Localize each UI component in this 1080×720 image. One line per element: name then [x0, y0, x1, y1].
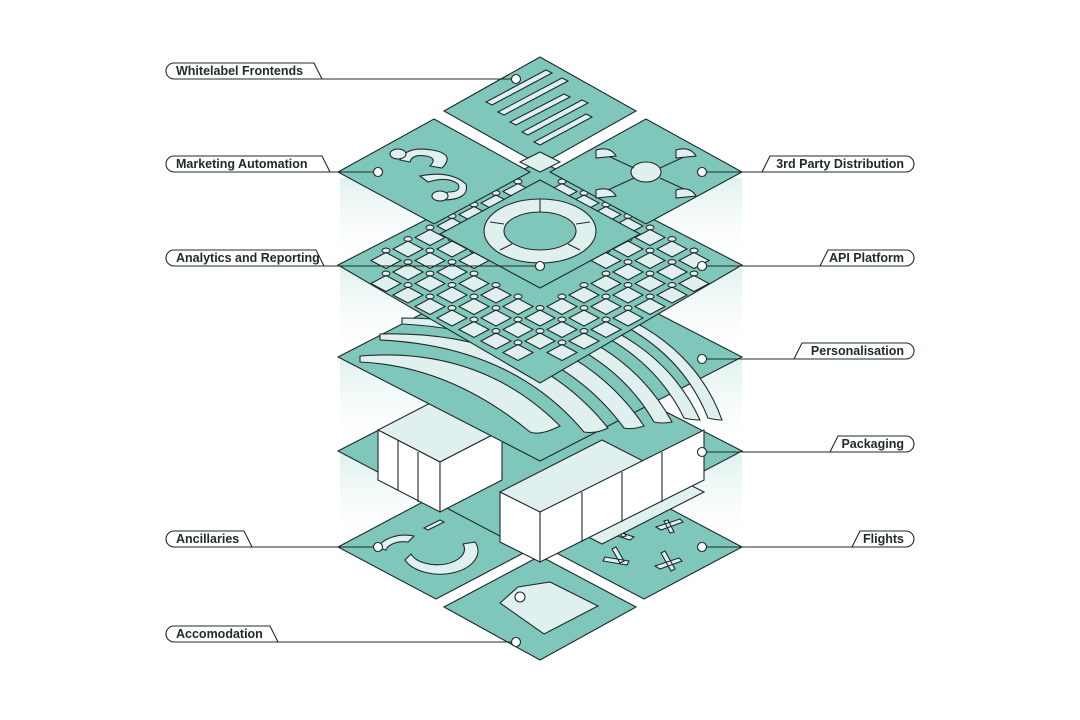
network-hub-icon	[595, 148, 697, 199]
labels: Whitelabel Frontends Marketing Automatio…	[165, 62, 915, 648]
label-api-platform: API Platform	[696, 249, 915, 272]
label-api-platform-text: API Platform	[829, 251, 904, 265]
puzzle-piece	[457, 270, 491, 293]
puzzle-piece	[545, 316, 579, 339]
bottom-layer	[336, 494, 744, 661]
puzzle-piece	[633, 293, 667, 316]
puzzle-piece	[479, 282, 513, 304]
puzzle-piece	[589, 293, 623, 316]
label-flights-text: Flights	[863, 532, 904, 546]
puzzle-piece	[457, 293, 491, 316]
puzzle-piece	[677, 270, 711, 293]
puzzle-piece	[611, 305, 645, 327]
puzzle-piece	[501, 293, 535, 316]
label-accomodation: Accomodation	[165, 625, 522, 648]
puzzle-piece	[567, 305, 601, 327]
puzzle-piece	[655, 236, 689, 258]
puzzle-piece	[369, 270, 403, 293]
top-layer	[336, 56, 744, 225]
puzzle-piece	[545, 293, 579, 316]
label-packaging: Packaging	[696, 435, 915, 458]
puzzle-piece	[611, 282, 645, 304]
label-analytics-and-reporting-text: Analytics and Reporting	[176, 251, 320, 265]
puzzle-piece	[391, 282, 425, 304]
label-ancillaries: Ancillaries	[165, 530, 384, 553]
puzzle-piece	[413, 270, 447, 293]
puzzle-piece	[633, 224, 667, 247]
label-whitelabel-frontends-text: Whitelabel Frontends	[176, 64, 303, 78]
puzzle-piece	[391, 259, 425, 281]
puzzle-piece	[545, 339, 579, 362]
puzzle-piece	[655, 259, 689, 281]
puzzle-piece	[413, 293, 447, 316]
label-marketing-automation: Marketing Automation	[165, 155, 384, 178]
puzzle-piece	[391, 236, 425, 258]
puzzle-piece	[589, 270, 623, 293]
puzzle-piece	[567, 282, 601, 304]
ring-icon	[377, 519, 479, 575]
puzzle-piece	[567, 328, 601, 350]
puzzle-piece	[479, 305, 513, 327]
puzzle-piece	[655, 282, 689, 304]
puzzle-piece	[479, 328, 513, 350]
label-packaging-text: Packaging	[841, 437, 904, 451]
label-3rd-party-distribution: 3rd Party Distribution	[696, 155, 915, 178]
label-ancillaries-text: Ancillaries	[176, 532, 239, 546]
puzzle-piece	[435, 259, 469, 281]
price-tag-icon	[499, 581, 600, 635]
puzzle-piece	[413, 224, 447, 247]
puzzle-piece	[633, 270, 667, 293]
airplanes-icon	[602, 518, 684, 572]
label-marketing-automation-text: Marketing Automation	[176, 157, 307, 171]
puzzle-piece	[523, 305, 557, 327]
label-analytics-and-reporting: Analytics and Reporting	[165, 249, 546, 272]
dollar-icon	[389, 148, 468, 202]
label-3rd-party-distribution-text: 3rd Party Distribution	[776, 157, 904, 171]
label-flights: Flights	[696, 530, 915, 553]
puzzle-piece	[611, 259, 645, 281]
puzzle-piece	[501, 316, 535, 339]
puzzle-piece	[501, 339, 535, 362]
donut-chart-icon	[483, 198, 597, 264]
puzzle-piece	[457, 316, 491, 339]
puzzle-piece	[435, 305, 469, 327]
text-lines-icon	[484, 69, 594, 146]
puzzle-piece	[633, 247, 667, 270]
label-personalisation-text: Personalisation	[811, 344, 904, 358]
puzzle-piece	[435, 282, 469, 304]
puzzle-piece	[589, 316, 623, 339]
label-whitelabel-frontends: Whitelabel Frontends	[165, 62, 522, 85]
label-personalisation: Personalisation	[696, 342, 915, 365]
label-accomodation-text: Accomodation	[176, 627, 263, 641]
puzzle-piece	[523, 328, 557, 350]
